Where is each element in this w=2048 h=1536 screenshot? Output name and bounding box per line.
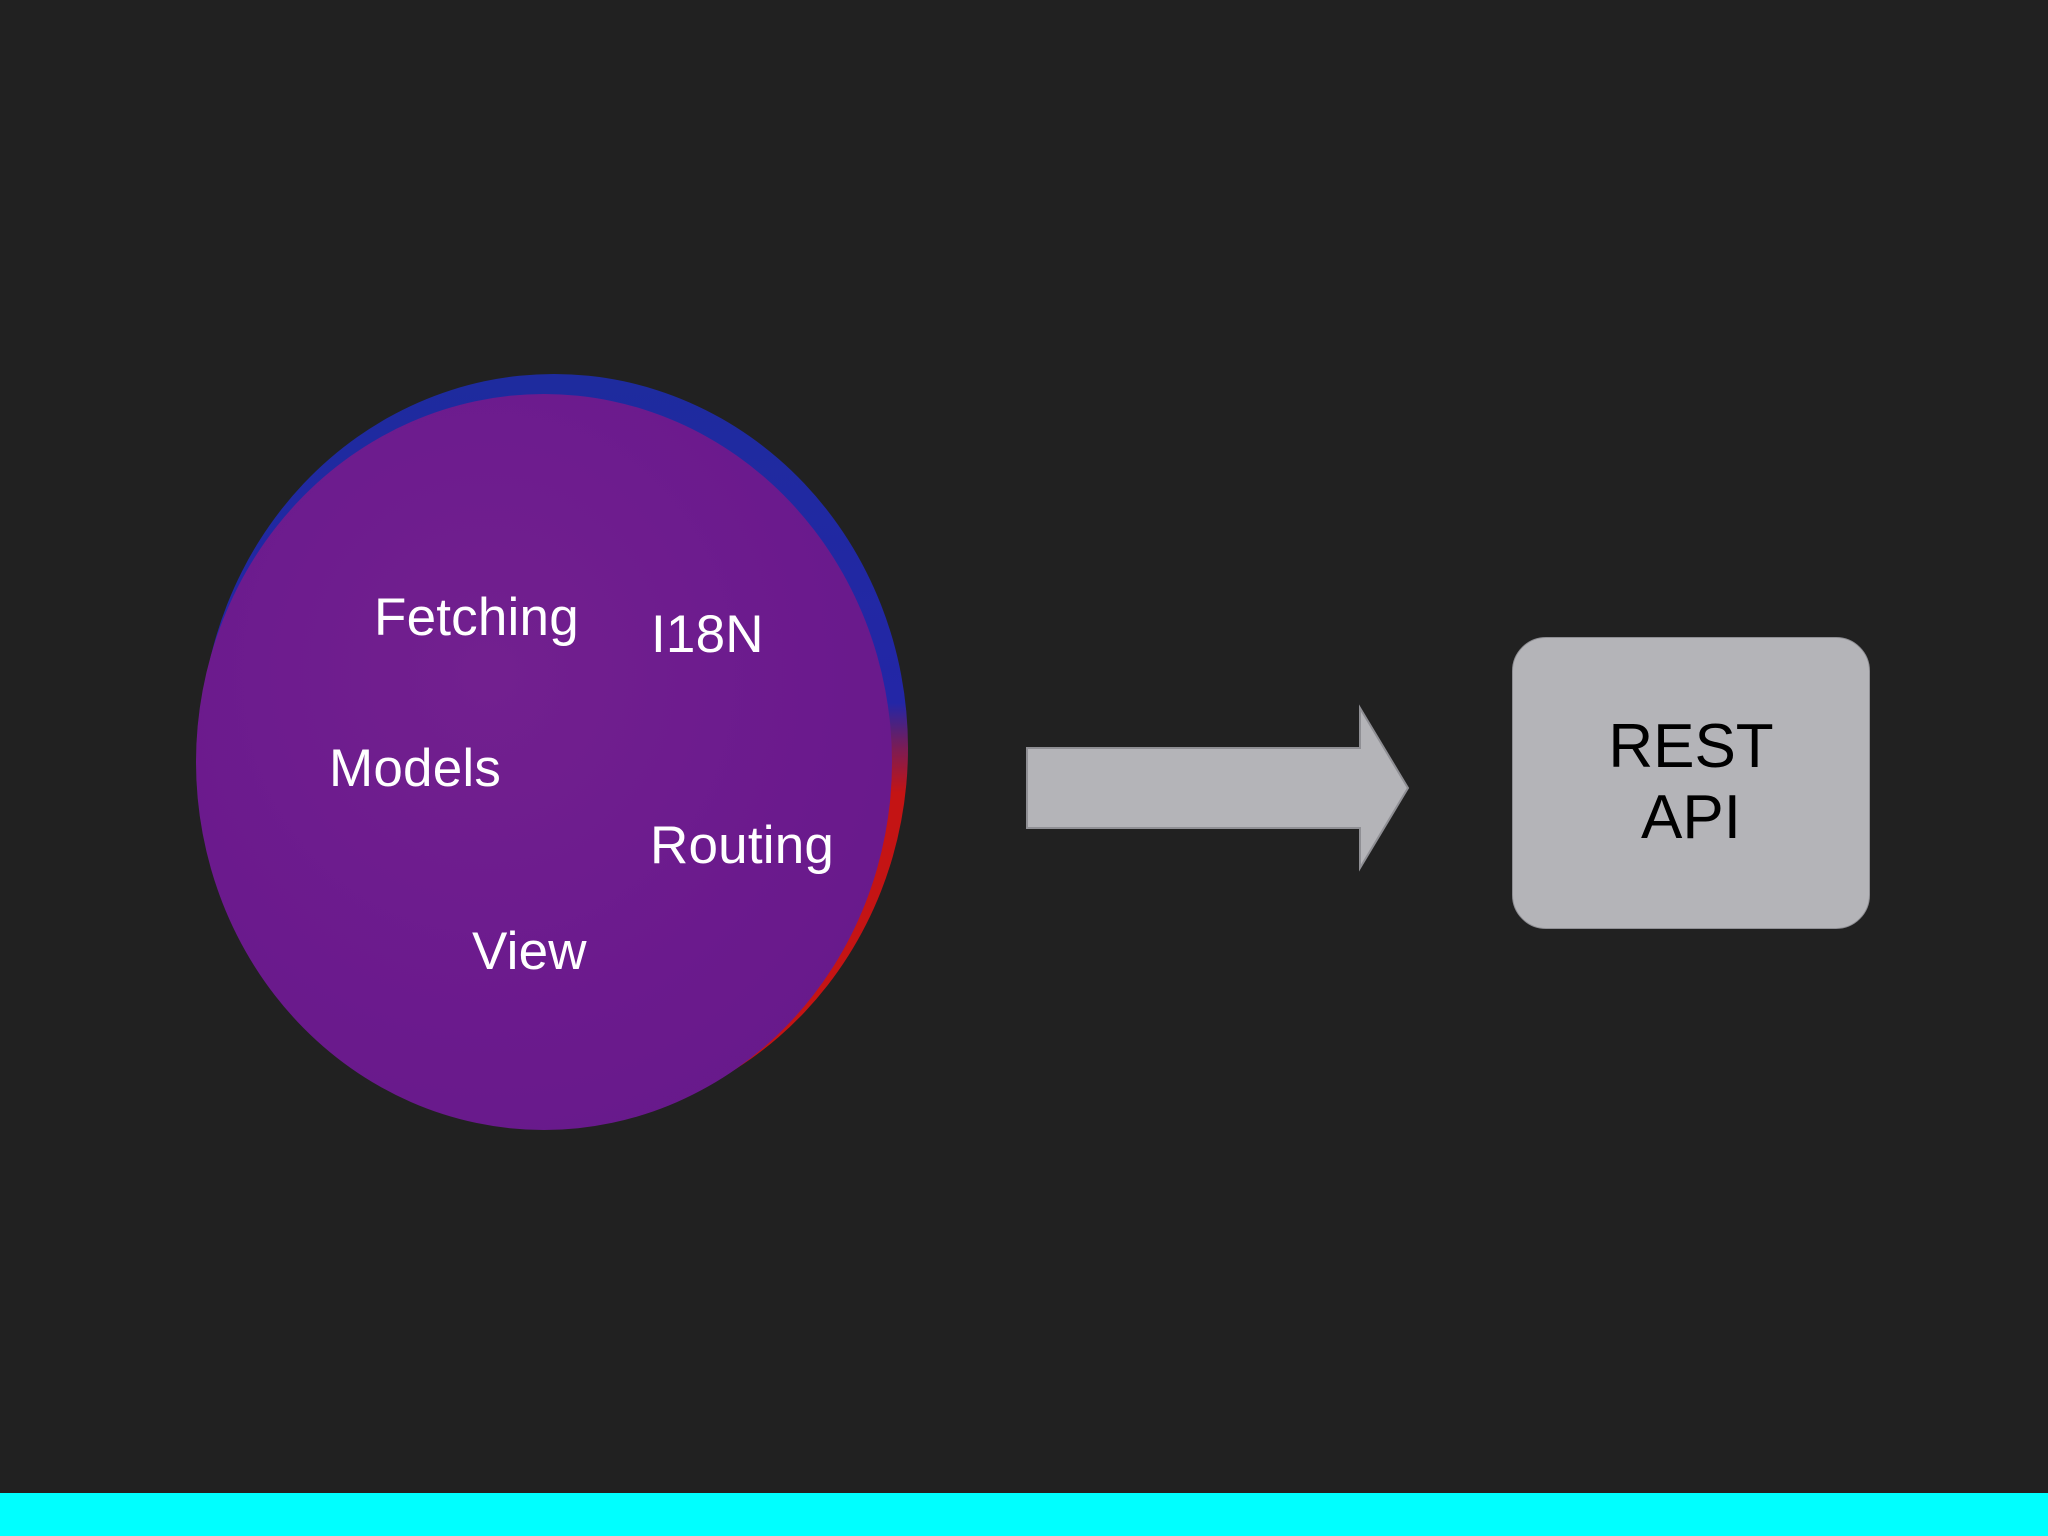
rest-api-label-line-2: API (1641, 783, 1741, 852)
client-circle-body (196, 394, 892, 1130)
rest-api-label-line-1: REST (1608, 712, 1774, 782)
flow-arrow-icon (1026, 704, 1410, 872)
rest-api-box: REST API (1512, 637, 1870, 929)
bottom-accent-bar (0, 1493, 2048, 1536)
